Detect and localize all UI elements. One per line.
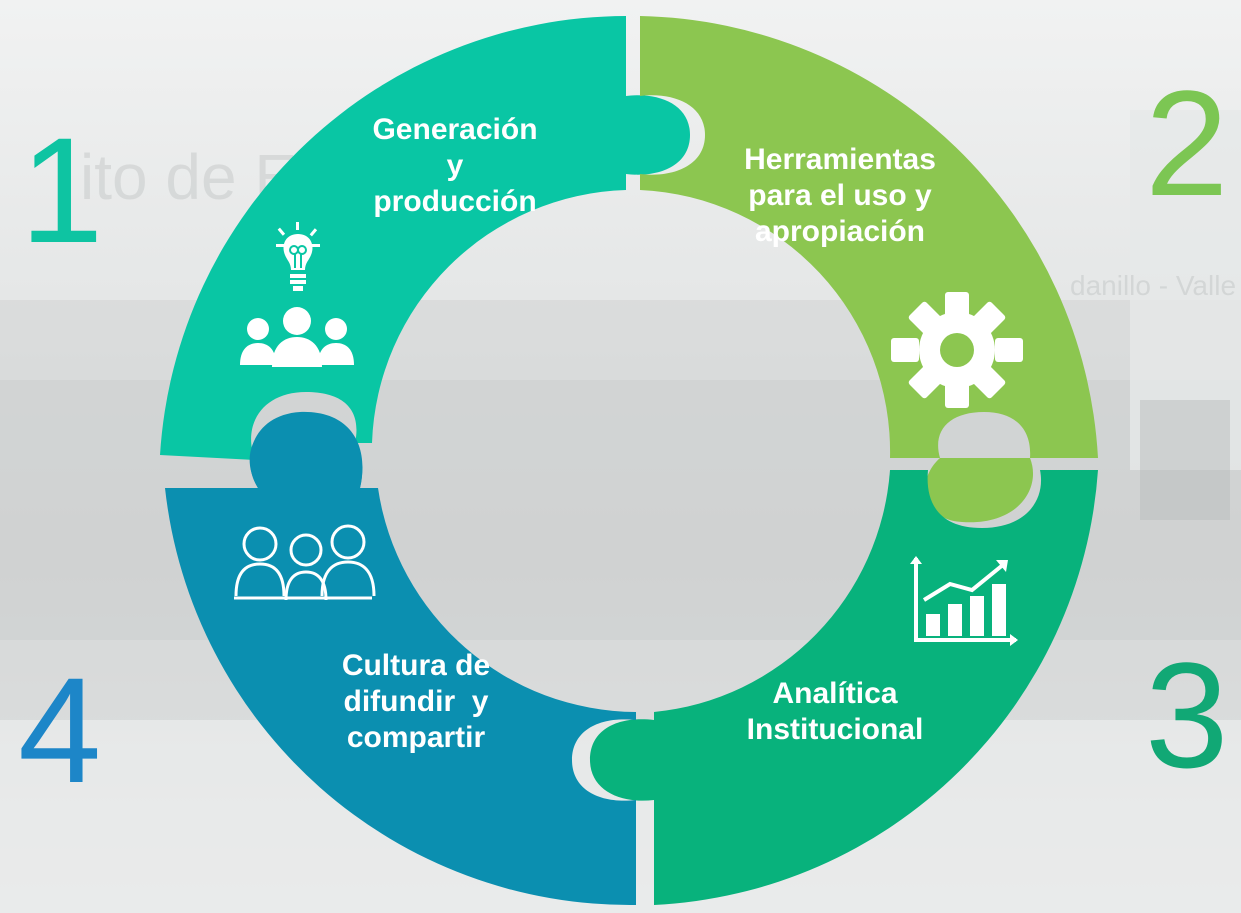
piece-2-label-line: Herramientas <box>744 143 936 176</box>
piece-3-label-line: Institucional <box>746 713 924 746</box>
piece-4-label-line: compartir <box>346 721 486 754</box>
community-people-icon <box>234 524 376 601</box>
step-number-2: 2 <box>1145 59 1229 227</box>
piece-1-label-line: y <box>446 149 464 182</box>
step-number-1: 1 <box>20 106 104 274</box>
puzzle-knob-2 <box>925 458 1034 523</box>
puzzle-piece-4 <box>165 411 636 906</box>
puzzle-piece-3 <box>590 470 1098 905</box>
piece-4-label-line: difundir y <box>343 685 489 718</box>
bar-chart-growth-icon <box>910 556 1018 646</box>
piece-3-label-line: Analítica <box>772 677 898 710</box>
piece-4-label: Cultura de difundir y compartir <box>306 648 526 756</box>
gear-icon <box>891 292 1023 408</box>
people-group-icon <box>240 307 354 367</box>
step-number-3: 3 <box>1145 631 1229 799</box>
piece-1-label-line: producción <box>373 185 537 218</box>
piece-1-label-line: Generación <box>372 113 538 146</box>
lightbulb-icon <box>276 222 320 291</box>
piece-2-label-line: para el uso y <box>748 179 932 212</box>
background-sign-text-right: danillo - Valle <box>1070 270 1237 301</box>
piece-2-label-line: apropiación <box>754 215 926 248</box>
piece-4-label-line: Cultura de <box>341 649 491 682</box>
piece-3-label: Analítica Institucional <box>700 676 970 748</box>
puzzle-knob-4 <box>249 415 363 488</box>
piece-2-label: Herramientas para el uso y apropiación <box>710 142 970 250</box>
step-number-4: 4 <box>18 646 102 814</box>
puzzle-piece-1 <box>160 16 690 460</box>
piece-1-label: Generación y producción <box>350 112 560 220</box>
